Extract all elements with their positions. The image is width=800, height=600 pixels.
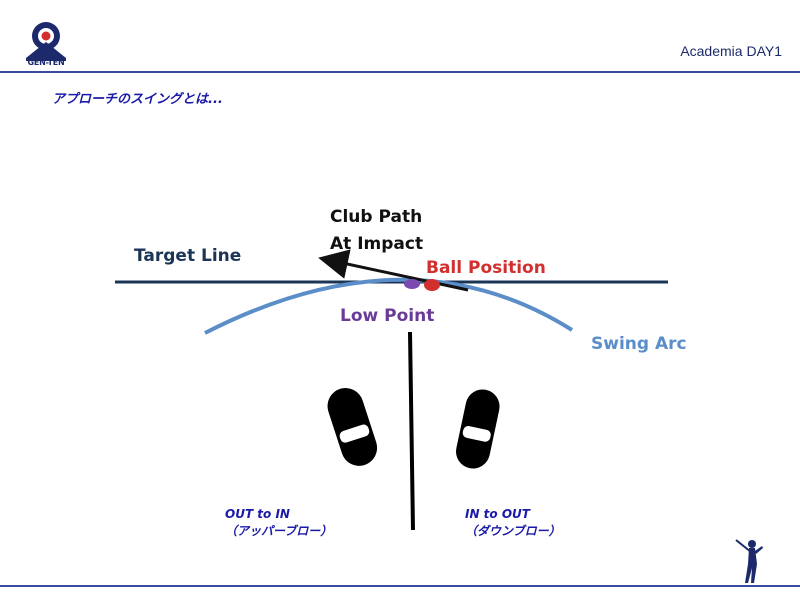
club-path-label: Club Path At Impact xyxy=(330,204,423,258)
golfer-silhouette-icon xyxy=(735,539,763,583)
in-to-out-line1: IN to OUT xyxy=(465,507,530,521)
ball-marker xyxy=(424,279,440,291)
center-line xyxy=(408,331,415,531)
club-path-arrow xyxy=(318,249,469,292)
out-to-in-caption: OUT to IN （アッパーブロー） xyxy=(225,506,332,540)
page-subtitle: アプローチのスイングとは... xyxy=(52,92,223,107)
out-to-in-line1: OUT to IN xyxy=(225,507,290,521)
shoe-right-icon xyxy=(456,389,500,469)
swing-arc-label: Swing Arc xyxy=(591,334,687,354)
swing-arc xyxy=(204,277,574,335)
club-path-label-line1: Club Path xyxy=(330,207,423,227)
shoe-left-icon xyxy=(327,388,378,466)
in-to-out-caption: IN to OUT （ダウンブロー） xyxy=(465,506,561,540)
footer-divider xyxy=(0,585,800,587)
club-path-label-line2: At Impact xyxy=(330,234,424,254)
header-divider xyxy=(0,71,800,73)
ball-position-label: Ball Position xyxy=(426,258,546,278)
low-point-label: Low Point xyxy=(340,306,435,326)
header-title: Academia DAY1 xyxy=(680,43,782,59)
low-point-marker xyxy=(404,279,420,289)
gen-ten-logo xyxy=(26,22,66,61)
out-to-in-line2: （アッパーブロー） xyxy=(225,524,333,538)
logo-text: GEN-TEN xyxy=(27,58,65,67)
in-to-out-line2: （ダウンブロー） xyxy=(465,524,561,538)
target-line-label: Target Line xyxy=(134,246,242,266)
